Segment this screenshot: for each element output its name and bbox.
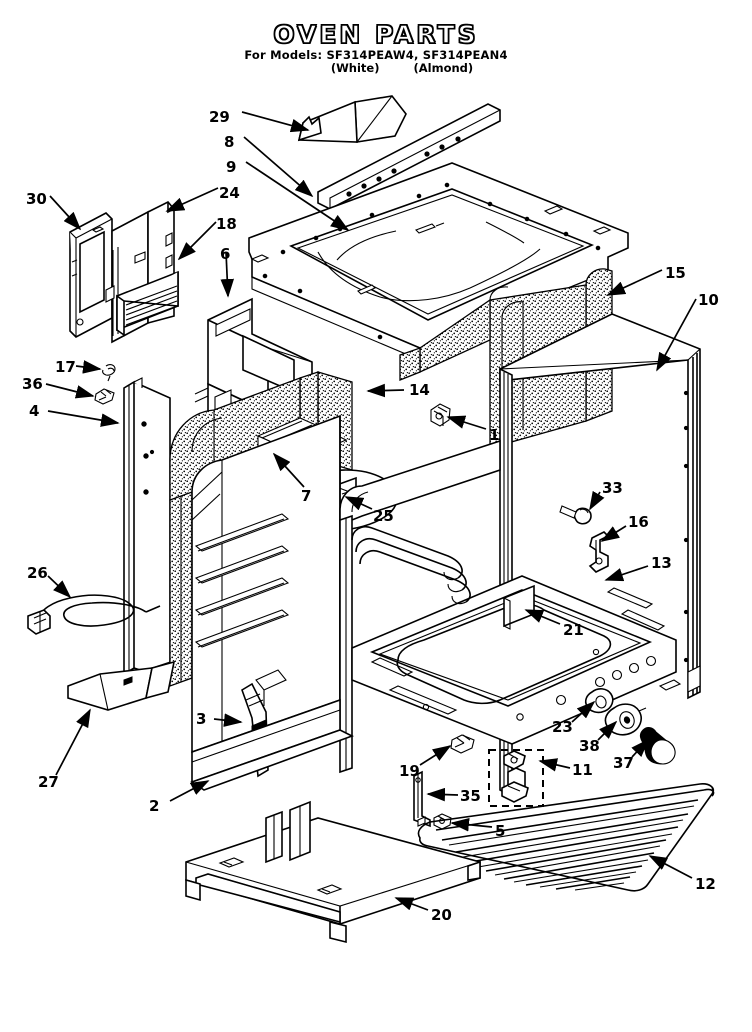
callout-2: 2	[149, 797, 160, 815]
callout-24: 24	[219, 184, 240, 202]
title-block: OVEN PARTS For Models: SF314PEAW4, SF314…	[0, 20, 752, 75]
part-38-bushing-large	[604, 703, 647, 736]
part-1-screw	[430, 403, 451, 427]
part-5-screws	[417, 813, 452, 830]
color-white-label: (White)	[330, 61, 380, 75]
callout-16: 16	[628, 513, 649, 531]
part-37-knob	[639, 727, 676, 765]
color-almond-label: (Almond)	[413, 61, 474, 75]
broil-element	[351, 525, 471, 605]
rack-guide-ribs	[194, 513, 290, 648]
callout-14: 14	[409, 381, 430, 399]
part-33-pin	[559, 505, 592, 525]
part-30-control-panel-bracket	[69, 212, 113, 338]
part-29-vent-deflector	[297, 95, 407, 143]
callout-21: 21	[563, 621, 584, 639]
callout-29: 29	[209, 108, 230, 126]
page-title: OVEN PARTS	[273, 20, 479, 49]
callout-13: 13	[651, 554, 672, 572]
callout-3: 3	[196, 710, 207, 728]
part-2-bottom-front-panel	[190, 698, 355, 791]
callout-18: 18	[216, 215, 237, 233]
callout-20: 20	[431, 906, 452, 924]
part-18-vent-grille	[116, 270, 179, 337]
callout-10: 10	[698, 291, 719, 309]
callout-12: 12	[695, 875, 716, 893]
callout-19: 19	[399, 762, 420, 780]
part-19-clip	[450, 734, 475, 754]
part-10-right-side-panel	[499, 313, 701, 700]
part-8-rear-rail	[317, 103, 501, 210]
callout-7: 7	[301, 487, 312, 505]
part-17-clip	[102, 364, 116, 382]
callout-8: 8	[224, 133, 235, 151]
part-26-power-cord	[27, 594, 161, 635]
callout-6: 6	[220, 245, 231, 263]
callout-leaders	[45, 111, 697, 911]
part-36-screw-clip	[94, 388, 115, 405]
callout-9: 9	[226, 158, 237, 176]
callout-38: 38	[579, 737, 600, 755]
callout-25: 25	[373, 507, 394, 525]
model-numbers: For Models: SF314PEAW4, SF314PEAN4	[244, 48, 508, 62]
part-27-bottom-bracket	[67, 660, 176, 711]
callout-30: 30	[26, 190, 47, 208]
callout-5: 5	[495, 822, 506, 840]
part-12-oven-rack	[417, 783, 715, 892]
part-35-bracket	[413, 770, 431, 828]
callout-4: 4	[29, 402, 40, 420]
callout-35: 35	[460, 787, 481, 805]
part-4-left-side-panel	[123, 377, 171, 682]
callout-17: 17	[55, 358, 76, 376]
rack-wires	[435, 789, 705, 891]
callout-36: 36	[22, 375, 43, 393]
callout-27: 27	[38, 773, 59, 791]
callout-37: 37	[613, 754, 634, 772]
callout-33: 33	[602, 479, 623, 497]
callout-26: 26	[27, 564, 48, 582]
callout-23: 23	[552, 718, 573, 736]
callout-1: 1	[489, 426, 500, 444]
callout-15: 15	[665, 264, 686, 282]
color-variants: (White) (Almond)	[26, 62, 752, 75]
oven-cavity-liner	[191, 414, 341, 754]
callout-11: 11	[572, 761, 593, 779]
part-11-leveling-leg	[488, 749, 544, 807]
